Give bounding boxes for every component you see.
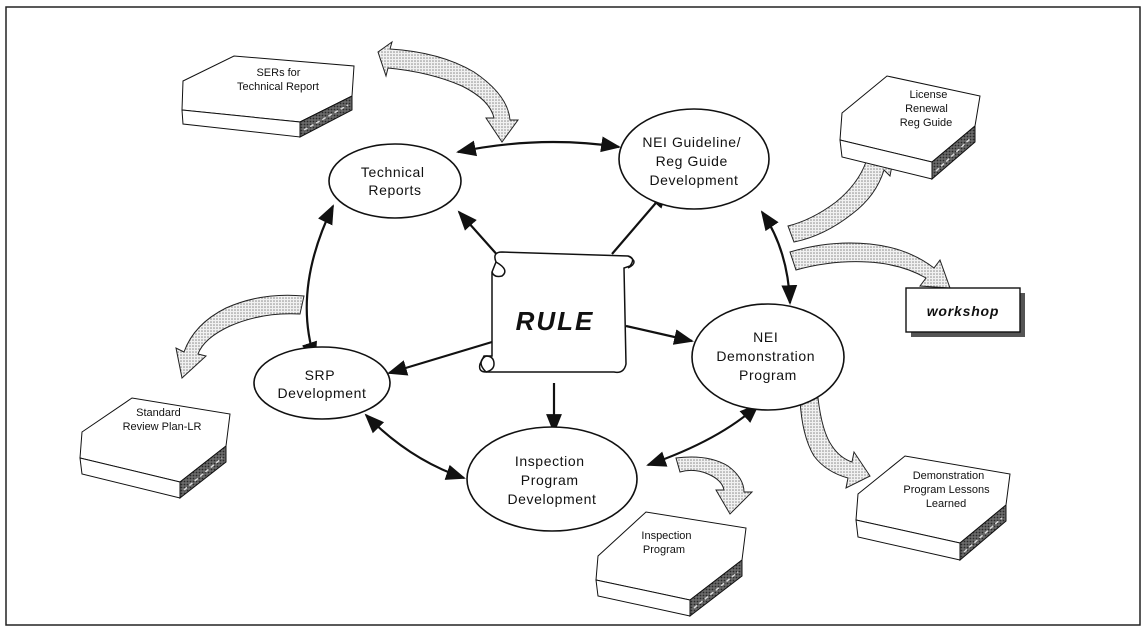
ellipse-srp-dev [253, 346, 391, 420]
book-sers [181, 55, 355, 138]
flow-arrow-sers [377, 40, 519, 143]
arrow-rule-srp [387, 340, 493, 376]
book-inspection-program [595, 511, 747, 618]
ellipse-nei-guideline [618, 108, 770, 210]
arrow-nei-demo [760, 210, 798, 305]
arrow-reports-nei [456, 136, 621, 157]
book-demo-lessons [855, 455, 1011, 562]
arrow-rule-demo [625, 324, 694, 345]
flow-arrow-inspection [675, 456, 754, 515]
book-inspection-label: Inspection Program [641, 530, 694, 556]
book-standard-review [79, 397, 231, 500]
label-technical-reports: Technical Reports [361, 164, 429, 198]
flow-arrow-workshop [789, 242, 951, 289]
ellipse-technical-reports [328, 143, 462, 219]
arrow-srp-reports [301, 204, 334, 362]
arrow-rule-reports [457, 210, 501, 259]
ellipse-nei-demo [691, 303, 845, 411]
workshop-label: workshop [927, 303, 1000, 319]
flow-arrows [175, 40, 951, 515]
label-nei-guideline: NEI Guideline/ Reg Guide Development [642, 134, 745, 188]
ellipse-inspection-dev [466, 426, 638, 532]
flow-arrow-srp [175, 294, 305, 379]
book-sers-label: SERs for Technical Report [237, 67, 319, 93]
arrow-demo-inspection [646, 403, 760, 467]
label-inspection-dev: Inspection Program Development [507, 453, 596, 507]
rule-scroll [478, 251, 635, 374]
flow-arrow-demo [799, 397, 871, 489]
rule-label: RULE [516, 306, 595, 336]
label-nei-demo: NEI Demonstration Program [716, 329, 819, 383]
arrow-inspection-srp [364, 413, 466, 480]
workshop-box [905, 287, 1025, 337]
label-srp-dev: SRP Development [277, 367, 366, 401]
flow-arrow-license [787, 143, 897, 243]
connector-arrows [301, 136, 798, 480]
process-nodes [253, 108, 845, 532]
frame-border [5, 6, 1141, 626]
book-demo-label: Demonstration Program Lessons Learned [903, 470, 992, 510]
book-standard-review-label: Standard Review Plan-LR [123, 407, 202, 433]
book-license-renewal [839, 75, 981, 181]
book-license-label: License Renewal Reg Guide [900, 89, 953, 129]
